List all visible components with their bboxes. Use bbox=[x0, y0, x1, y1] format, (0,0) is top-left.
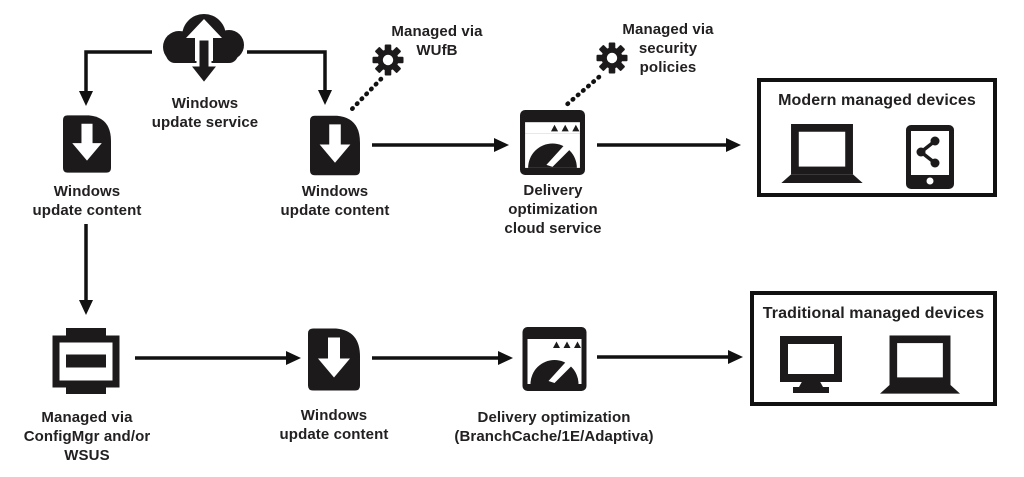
laptop-icon bbox=[781, 124, 863, 184]
arrowhead-configmgr bbox=[79, 300, 93, 315]
label-managed-via-wufb: Managed via WUfB bbox=[391, 23, 483, 59]
download-file-icon bbox=[310, 115, 360, 176]
download-file-icon bbox=[308, 328, 360, 391]
cloud-sync-icon bbox=[163, 14, 244, 87]
dotted-link-wufb bbox=[349, 76, 384, 112]
arrowhead-do-onprem bbox=[498, 351, 513, 365]
arrowhead-modern bbox=[726, 138, 741, 152]
label-windows-update-content-left: Windows update content bbox=[32, 183, 142, 219]
label-managed-via-configmgr-wsus: Managed via ConfigMgr and/or WSUS bbox=[23, 409, 151, 464]
traditional-devices-title: Traditional managed devices bbox=[762, 305, 985, 322]
gear-icon bbox=[596, 42, 628, 74]
modern-devices-title: Modern managed devices bbox=[778, 92, 976, 109]
arrow-service-to-mid-content bbox=[247, 50, 327, 91]
tablet-share-icon bbox=[906, 125, 954, 189]
arrowhead-bottom-content bbox=[286, 351, 301, 365]
traditional-managed-devices-box: Traditional managed devices bbox=[750, 291, 997, 406]
modern-managed-devices-box: Modern managed devices bbox=[757, 78, 997, 197]
server-stack-icon bbox=[52, 328, 120, 394]
label-delivery-optimization-cloud: Delivery optimization cloud service bbox=[504, 182, 602, 237]
dotted-link-secpol bbox=[561, 74, 602, 110]
label-managed-via-security-policies: Managed via security policies bbox=[622, 21, 714, 76]
arrowhead-traditional bbox=[728, 350, 743, 364]
monitor-icon bbox=[780, 336, 842, 393]
arrow-service-to-left-content bbox=[84, 50, 152, 92]
arrowhead-left-content bbox=[79, 91, 93, 106]
laptop-icon bbox=[880, 335, 960, 394]
label-windows-update-service: Windows update service bbox=[151, 95, 259, 131]
arrowhead-mid-content bbox=[318, 90, 332, 105]
gear-icon bbox=[372, 44, 404, 76]
speedometer-icon bbox=[520, 110, 585, 175]
label-delivery-optimization-onprem: Delivery optimization (BranchCache/1E/Ad… bbox=[454, 409, 654, 445]
speedometer-icon bbox=[522, 327, 587, 391]
label-windows-update-content-mid: Windows update content bbox=[280, 183, 390, 219]
arrowhead-do-cloud bbox=[494, 138, 509, 152]
download-file-icon bbox=[63, 115, 111, 173]
label-windows-update-content-bottom: Windows update content bbox=[279, 407, 389, 443]
